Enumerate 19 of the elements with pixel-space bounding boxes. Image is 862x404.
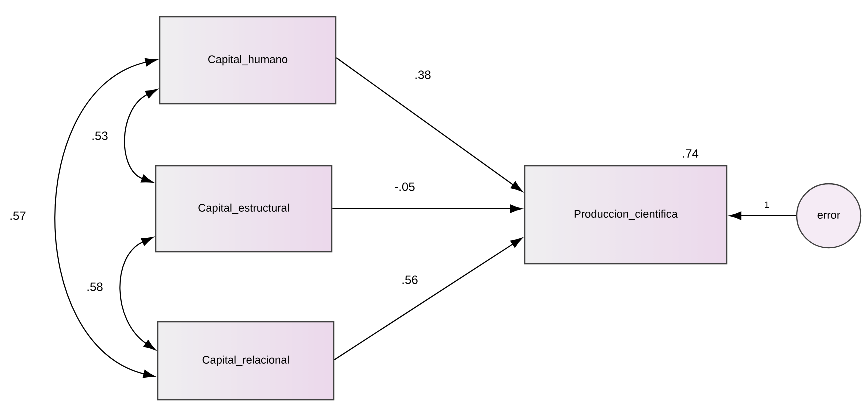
edge-label: -.05: [394, 182, 416, 192]
edge-label: .57: [8, 210, 28, 222]
edge-label: 1: [764, 200, 770, 210]
arrow: [730, 212, 796, 220]
arrow: [54, 58, 158, 378]
arrow: [334, 238, 523, 360]
variable-box: Produccion_cientifica: [524, 165, 728, 265]
edge-label: .58: [86, 282, 104, 292]
edge-label: .38: [414, 70, 432, 80]
variable-box: Capital_humano: [159, 16, 337, 105]
edge-label: .53: [90, 130, 110, 142]
variable-box: Capital_relacional: [157, 321, 335, 401]
variable-box: Capital_estructural: [155, 165, 333, 253]
r-squared-label: .74: [683, 150, 699, 158]
arrow: [332, 204, 522, 214]
edge-label: .56: [400, 274, 420, 286]
arrow: [336, 58, 523, 192]
arrow: [120, 237, 156, 350]
arrow: [124, 89, 158, 184]
